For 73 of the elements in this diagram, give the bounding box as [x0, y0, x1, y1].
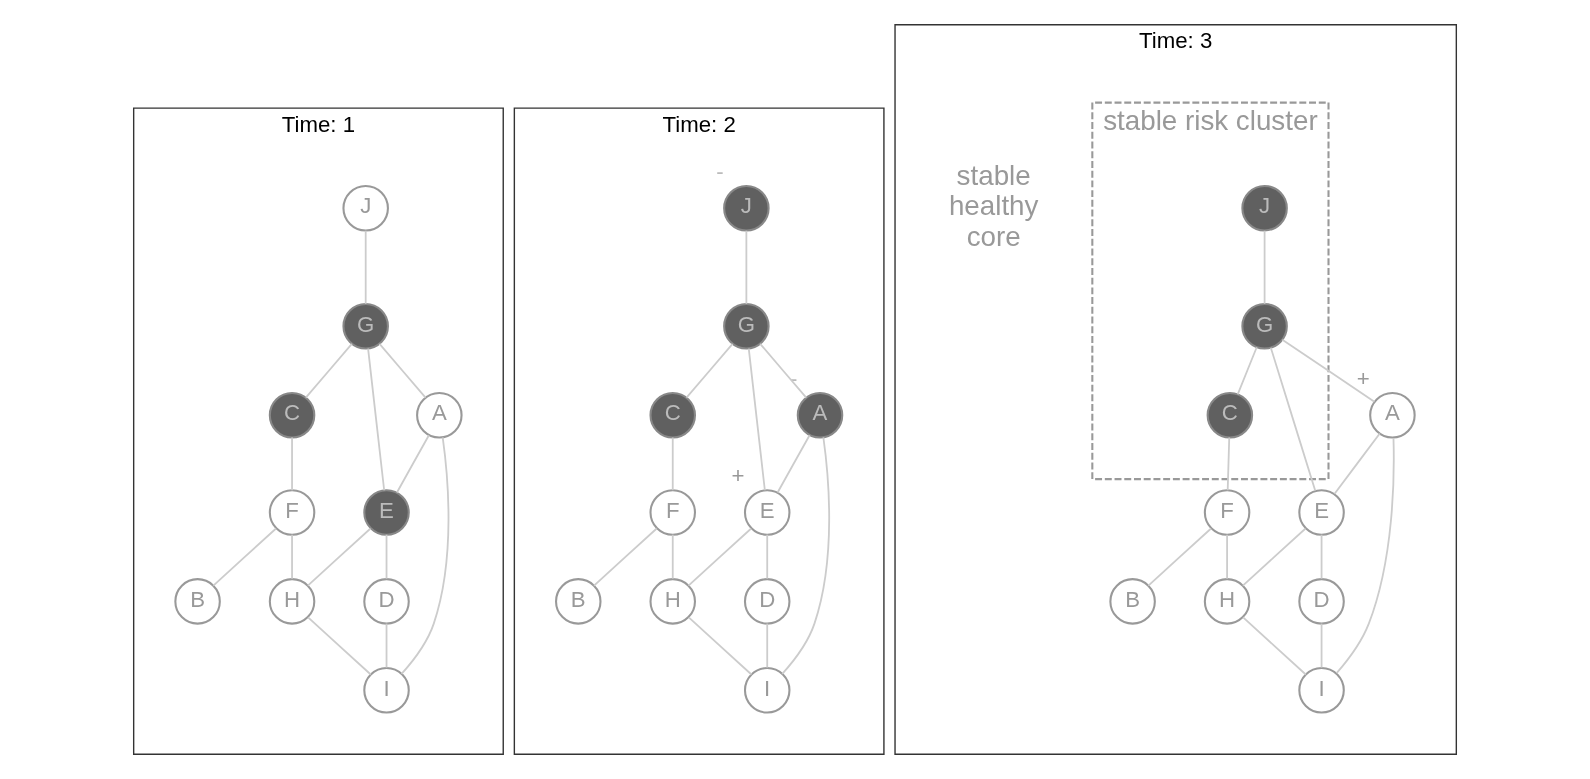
node-circle: H — [649, 578, 696, 625]
node-circle: C — [649, 391, 696, 439]
node-label: + — [731, 463, 745, 488]
node-circle: F — [1203, 489, 1251, 536]
connector — [1281, 338, 1376, 403]
node-circle: D — [743, 578, 791, 625]
node-circle: C — [1206, 391, 1254, 439]
node-circle: C — [268, 391, 316, 439]
connector — [364, 229, 367, 305]
node-circle: J — [723, 184, 770, 232]
connector — [671, 533, 674, 580]
connector — [291, 533, 293, 580]
label: stable healthy core — [948, 159, 1039, 252]
node-circle: E — [1298, 489, 1345, 536]
connector — [304, 342, 353, 399]
connector — [759, 342, 808, 399]
connector — [1236, 346, 1258, 396]
connector — [307, 616, 372, 676]
connector — [1335, 437, 1395, 675]
node-circle: A — [796, 391, 844, 439]
connector — [1241, 527, 1307, 587]
connector — [766, 533, 769, 580]
connector — [1226, 436, 1231, 492]
connector — [1242, 616, 1307, 676]
connector — [396, 434, 430, 494]
connector — [776, 434, 811, 494]
node-circle: D — [1298, 578, 1345, 625]
connector — [781, 436, 831, 675]
connector — [766, 622, 769, 669]
node-circle: G — [342, 303, 389, 350]
node-circle: I — [743, 667, 791, 714]
connector — [747, 347, 766, 492]
node-circle: A — [1369, 391, 1416, 439]
connector — [685, 342, 734, 399]
node-label: + — [1356, 365, 1370, 391]
node-circle: B — [1109, 578, 1156, 625]
node-circle: G — [1241, 303, 1288, 350]
node-circle: J — [1241, 184, 1288, 232]
connector — [1320, 622, 1323, 669]
node-circle: G — [723, 303, 770, 350]
node-label: - — [716, 158, 724, 184]
connector — [306, 527, 372, 587]
connector — [385, 622, 388, 669]
node-circle: A — [416, 391, 463, 439]
node-circle: I — [363, 667, 410, 714]
connector — [1263, 229, 1266, 305]
node-circle: B — [174, 578, 221, 625]
node-circle: F — [649, 489, 696, 536]
connector — [1226, 533, 1228, 580]
connector — [1147, 527, 1212, 587]
node-circle: D — [363, 578, 410, 625]
node-circle: B — [555, 578, 602, 625]
connector — [212, 527, 277, 587]
connector — [687, 616, 753, 676]
connector — [400, 436, 450, 675]
connector — [367, 347, 386, 492]
connector — [1320, 533, 1323, 580]
connector — [745, 229, 748, 305]
node-circle: E — [363, 489, 410, 536]
node-circle: E — [743, 489, 791, 536]
node-circle: H — [1203, 578, 1251, 625]
connector — [291, 436, 293, 492]
connector — [1333, 432, 1381, 495]
connector — [687, 527, 753, 587]
node-circle: J — [342, 184, 389, 232]
node-circle: I — [1298, 667, 1345, 714]
connector — [385, 533, 388, 580]
connector — [593, 527, 658, 587]
node-circle: H — [268, 578, 316, 625]
connector — [1269, 346, 1317, 492]
connector — [378, 342, 427, 399]
node-circle: F — [268, 489, 316, 536]
connector — [671, 436, 674, 492]
